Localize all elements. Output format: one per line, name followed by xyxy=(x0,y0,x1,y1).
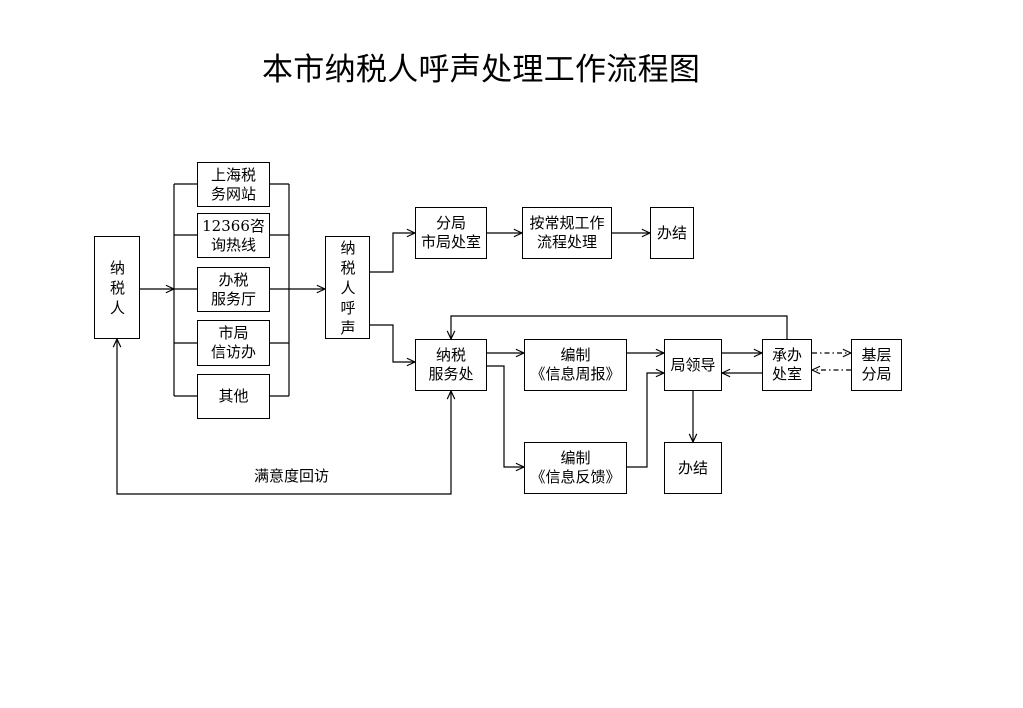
channel-petition-office-box: 市局 信访办 xyxy=(197,320,270,366)
weekly-report-box: 编制 《信息周报》 xyxy=(524,339,627,391)
taxpayer-voice-box: 纳税人呼声 xyxy=(325,236,370,340)
channel-bracket-left xyxy=(173,183,197,397)
node-label-line: 市局处室 xyxy=(420,233,481,251)
node-label-line: 流程处理 xyxy=(536,233,597,251)
channel-label-line: 信访办 xyxy=(210,343,256,361)
channel-hotline-box: 12366咨 询热线 xyxy=(197,213,270,258)
node-label-line: 编制 xyxy=(560,346,591,364)
node-label-line: 按常规工作 xyxy=(529,214,605,232)
node-label-line: 《信息反馈》 xyxy=(530,468,621,486)
node-label-line: 服务处 xyxy=(428,365,474,383)
branch-offices-box: 分局 市局处室 xyxy=(415,207,487,259)
arrow-handling-dept-back-to-tax-service xyxy=(451,315,788,339)
channel-other-box: 其他 xyxy=(197,374,270,419)
node-label-line: 纳税 xyxy=(435,346,466,364)
district-branches-box: 基层 分局 xyxy=(851,339,902,391)
node-label: 局领导 xyxy=(670,355,716,374)
bureau-leaders-box: 局领导 xyxy=(664,339,722,391)
channel-tax-website-box: 上海税 务网站 xyxy=(197,162,270,207)
channel-label-line: 办税 xyxy=(218,270,249,289)
channel-bracket-right xyxy=(270,183,290,397)
channel-service-hall-box: 办税 服务厅 xyxy=(197,267,270,312)
tax-service-dept-box: 纳税 服务处 xyxy=(415,339,487,391)
arrow-voice-to-tax-service-dept xyxy=(370,324,415,362)
node-label-line: 基层 xyxy=(861,346,892,364)
taxpayer-label: 纳税人 xyxy=(108,260,126,320)
channel-label-line: 其他 xyxy=(218,387,249,405)
node-label: 办结 xyxy=(656,223,687,242)
arrow-satisfaction-followup xyxy=(117,339,451,495)
channel-label-line: 服务厅 xyxy=(210,289,256,308)
node-label-line: 《信息周报》 xyxy=(530,365,621,383)
regular-process-box: 按常规工作 流程处理 xyxy=(522,207,612,259)
feedback-report-box: 编制 《信息反馈》 xyxy=(524,442,627,494)
node-label-line: 编制 xyxy=(560,449,591,467)
channel-label-line: 询热线 xyxy=(210,235,256,254)
taxpayer-voice-label: 纳税人呼声 xyxy=(338,240,357,340)
node-label-line: 分局 xyxy=(435,214,466,232)
closed-top-box: 办结 xyxy=(650,207,694,259)
arrow-voice-to-branch-offices xyxy=(370,233,415,273)
arrow-feedback-report-to-leaders xyxy=(627,373,664,468)
channel-label-line: 12366咨 xyxy=(202,216,265,235)
satisfaction-followup-label: 满意度回访 xyxy=(254,467,330,485)
channel-label-line: 市局 xyxy=(218,324,249,342)
channel-label-line: 上海税 xyxy=(210,165,256,184)
arrow-tax-service-to-feedback-report xyxy=(487,365,524,467)
handling-dept-box: 承办 处室 xyxy=(762,339,812,391)
node-label: 办结 xyxy=(677,458,708,477)
node-label-line: 分局 xyxy=(861,365,892,383)
node-label-line: 承办 xyxy=(771,346,802,364)
channel-label-line: 务网站 xyxy=(210,184,256,203)
taxpayer-box: 纳税人 xyxy=(94,236,140,339)
page-title: 本市纳税人呼声处理工作流程图 xyxy=(262,52,701,88)
node-label-line: 处室 xyxy=(771,365,802,383)
closed-bottom-box: 办结 xyxy=(664,442,722,494)
